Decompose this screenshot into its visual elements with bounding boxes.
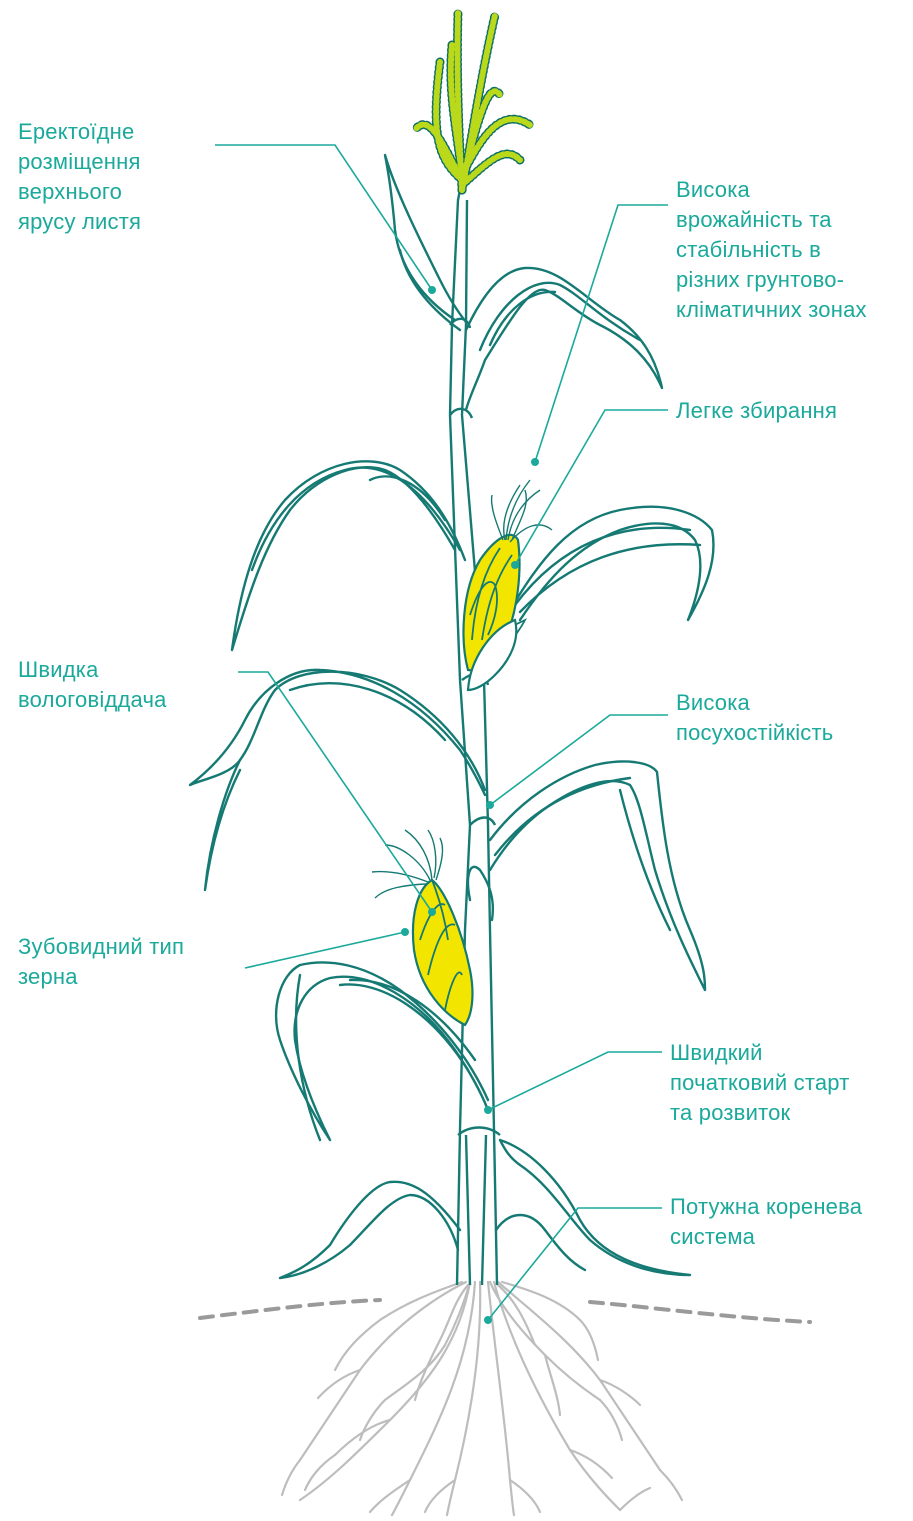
label-fast-start: Швидкий початковий старт та розвиток	[670, 1038, 850, 1128]
label-root-system: Потужна коренева система	[670, 1192, 862, 1252]
upper-ear	[464, 480, 552, 690]
tassel	[415, 12, 530, 190]
leaves	[190, 155, 713, 1278]
callout-lines	[215, 145, 668, 1320]
root-system	[282, 1282, 682, 1515]
label-drought-tolerance: Висока посухостійкість	[676, 688, 833, 748]
label-fast-drydown: Швидка вологовіддача	[18, 655, 167, 715]
label-easy-harvest: Легке збирання	[676, 396, 837, 426]
label-high-yield: Висока врожайність та стабільність в різ…	[676, 175, 867, 325]
label-erect-leaves: Еректоїдне розміщення верхнього ярусу ли…	[18, 117, 141, 237]
label-dent-grain: Зубовидний тип зерна	[18, 932, 184, 992]
lower-ear	[372, 830, 472, 1025]
callout-dots	[401, 286, 539, 1324]
